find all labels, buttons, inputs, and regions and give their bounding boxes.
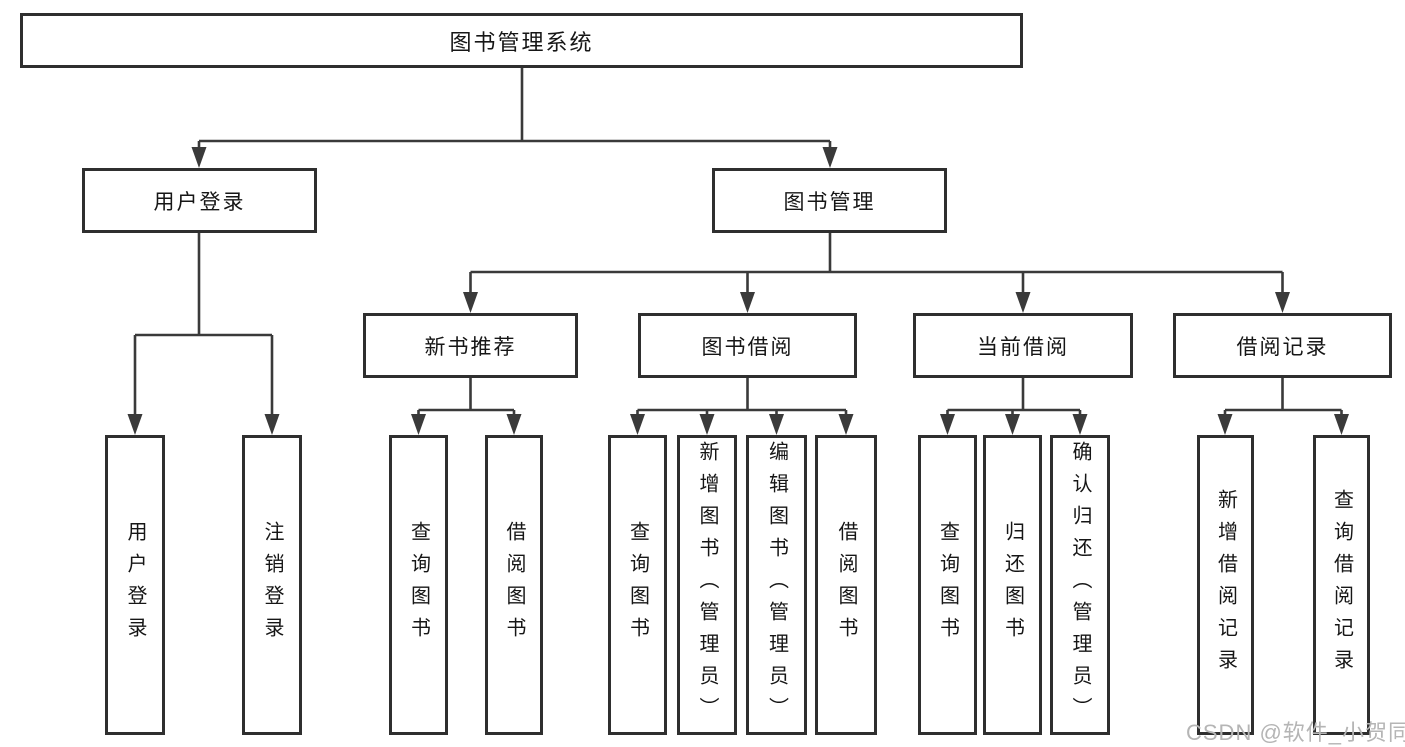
node-root-label: 图书管理系统 xyxy=(449,29,594,55)
node-new-book-recommend-label: 新书推荐 xyxy=(424,335,517,359)
leaf-query-borrow-record-label: 查询借阅记录 xyxy=(1330,489,1353,681)
arrowhead-icon xyxy=(1217,414,1233,435)
leaf-borrow-books-borrowing: 借阅图书 xyxy=(815,435,877,735)
leaf-add-borrow-record: 新增借阅记录 xyxy=(1197,435,1254,735)
arrowhead-icon xyxy=(127,414,143,435)
connector-user-login-to-leaves xyxy=(133,233,274,417)
arrowhead-icon xyxy=(1334,414,1349,435)
arrowhead-icon xyxy=(1005,414,1020,435)
leaf-user-login-label: 用户登录 xyxy=(124,521,146,649)
leaf-borrow-books-recommend: 借阅图书 xyxy=(485,435,543,735)
arrowhead-icon xyxy=(1275,292,1290,313)
leaf-query-books-borrowing: 查询图书 xyxy=(608,435,667,735)
arrowhead-icon xyxy=(838,414,854,435)
watermark-text: CSDN @软件_小贺同学 xyxy=(1186,720,1405,745)
leaf-return-book: 归还图书 xyxy=(983,435,1042,735)
arrowhead-icon xyxy=(630,414,645,435)
arrowheads xyxy=(127,147,1349,435)
arrowhead-icon xyxy=(411,414,426,435)
leaf-edit-book-admin: 编辑图书（管理员） xyxy=(746,435,807,735)
leaf-return-book-label: 归还图书 xyxy=(1001,521,1024,649)
leaf-query-borrow-record: 查询借阅记录 xyxy=(1313,435,1370,735)
node-borrowing-records-label: 借阅记录 xyxy=(1236,335,1329,359)
node-borrowing-records: 借阅记录 xyxy=(1173,313,1392,378)
arrowhead-icon xyxy=(1015,292,1031,313)
leaf-logout-label: 注销登录 xyxy=(261,521,283,649)
arrowhead-icon xyxy=(699,414,715,435)
leaf-add-borrow-record-label: 新增借阅记录 xyxy=(1214,489,1237,681)
leaf-borrow-books-borrowing-label: 借阅图书 xyxy=(835,521,857,649)
node-book-management: 图书管理 xyxy=(712,168,947,233)
leaf-logout: 注销登录 xyxy=(242,435,302,735)
arrowhead-icon xyxy=(769,414,784,435)
arrowhead-icon xyxy=(506,414,522,435)
connector-root-to-level2 xyxy=(197,68,832,151)
connector-current-borrowing-to-leaves xyxy=(946,378,1082,417)
leaf-query-books-recommend-label: 查询图书 xyxy=(407,521,430,649)
arrowhead-icon xyxy=(740,292,755,313)
node-current-borrowing-label: 当前借阅 xyxy=(977,335,1069,359)
leaf-borrow-books-recommend-label: 借阅图书 xyxy=(503,521,525,649)
arrowhead-icon xyxy=(822,147,838,168)
arrowhead-icon xyxy=(940,414,955,435)
leaf-query-books-current: 查询图书 xyxy=(918,435,977,735)
node-current-borrowing: 当前借阅 xyxy=(913,313,1133,378)
node-user-login-label: 用户登录 xyxy=(153,190,246,214)
leaf-add-book-admin: 新增图书（管理员） xyxy=(677,435,737,735)
leaf-confirm-return-admin-label: 确认归还（管理员） xyxy=(1069,441,1091,729)
node-root: 图书管理系统 xyxy=(20,13,1023,68)
node-user-login: 用户登录 xyxy=(82,168,317,233)
leaf-query-books-recommend: 查询图书 xyxy=(389,435,448,735)
node-book-borrowing: 图书借阅 xyxy=(638,313,857,378)
leaf-confirm-return-admin: 确认归还（管理员） xyxy=(1050,435,1110,735)
node-new-book-recommend: 新书推荐 xyxy=(363,313,578,378)
node-book-management-label: 图书管理 xyxy=(783,190,876,214)
connector-new-book-recommend-to-leaves xyxy=(417,378,516,417)
connector-borrowing-records-to-leaves xyxy=(1223,378,1343,417)
leaf-edit-book-admin-label: 编辑图书（管理员） xyxy=(765,441,788,729)
arrowhead-icon xyxy=(191,147,207,168)
leaf-query-books-borrowing-label: 查询图书 xyxy=(626,521,649,649)
leaf-user-login: 用户登录 xyxy=(105,435,165,735)
arrowhead-icon xyxy=(1072,414,1088,435)
connector-book-management-to-level3 xyxy=(469,233,1284,295)
arrowhead-icon xyxy=(463,292,478,313)
arrowhead-icon xyxy=(264,414,280,435)
leaf-query-books-current-label: 查询图书 xyxy=(936,521,959,649)
connector-book-borrowing-to-leaves xyxy=(636,378,848,417)
node-book-borrowing-label: 图书借阅 xyxy=(701,335,794,359)
leaf-add-book-admin-label: 新增图书（管理员） xyxy=(696,441,718,729)
